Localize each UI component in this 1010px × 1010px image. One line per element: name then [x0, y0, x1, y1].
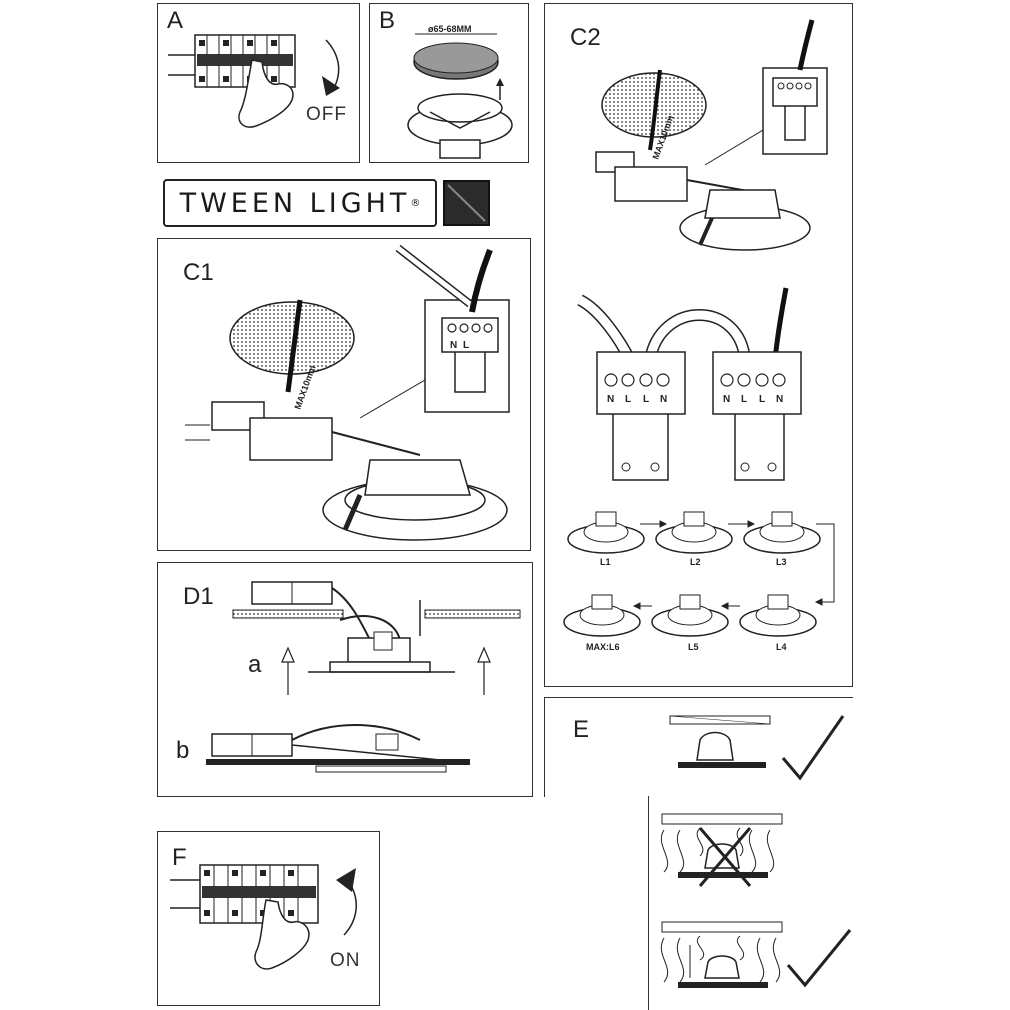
tb2-n2: N [776, 394, 783, 405]
panel-c1-label: C1 [183, 259, 214, 286]
brand-logo: TWEEN LIGHT® [163, 179, 437, 227]
on-label: ON [330, 950, 361, 971]
lamp-l5 [651, 594, 729, 637]
lamp-l6 [563, 594, 641, 637]
brand-mark: ® [410, 197, 421, 209]
panel-d1-label: D1 [183, 583, 214, 610]
c1-terminal-l: L [463, 340, 469, 351]
lamp-l1 [567, 511, 645, 554]
lamp-chain: L1 L2 L3 L4 L5 MAX:L6 [563, 511, 835, 652]
panel-f-label: F [172, 844, 187, 871]
panel-a-label: A [167, 7, 184, 34]
lamp-label-max: MAX:L6 [586, 642, 620, 652]
tb1-l: L [625, 394, 631, 405]
step-b-label: b [176, 737, 190, 764]
step-a-label: a [248, 651, 262, 678]
tb1-l2: L [643, 394, 649, 405]
lamp-label-l3: L3 [776, 557, 787, 567]
lamp-l3 [743, 511, 821, 554]
panel-c2-label: C2 [570, 24, 601, 51]
cutout-label: ø65-68MM [428, 24, 472, 34]
terminal-block-1: N L L N [596, 351, 686, 481]
panel-b-label: B [379, 7, 396, 34]
lamp-l2 [655, 511, 733, 554]
panel-e-label: E [573, 716, 590, 743]
c1-terminal-n: N [450, 340, 457, 351]
lamp-label-l1: L1 [600, 557, 611, 567]
lamp-label-l4: L4 [776, 642, 787, 652]
tb2-l: L [741, 394, 747, 405]
lamp-label-l2: L2 [690, 557, 701, 567]
tb2-n: N [723, 394, 730, 405]
off-label: OFF [306, 104, 347, 125]
lamp-l4 [739, 594, 817, 637]
brand-mark-icon [443, 180, 490, 226]
lamp-label-l5: L5 [688, 642, 699, 652]
tb1-n: N [607, 394, 614, 405]
panel-d1: D1 a b [157, 562, 533, 797]
tb1-n2: N [660, 394, 667, 405]
tb2-l2: L [759, 394, 765, 405]
brand-name: TWEEN LIGHT [179, 187, 411, 219]
terminal-block-2: N L L N [712, 351, 802, 481]
